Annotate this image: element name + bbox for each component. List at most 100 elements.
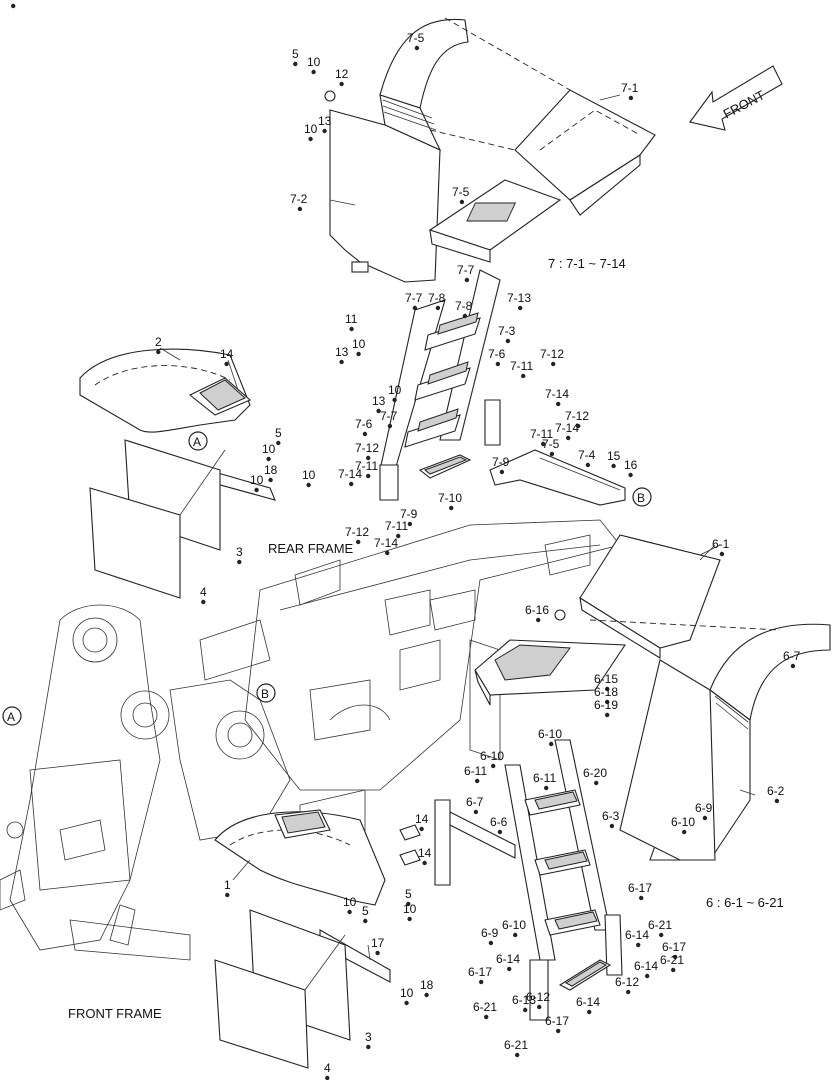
- bolt-dot: [293, 61, 298, 67]
- bolt-dot: [488, 940, 494, 946]
- part-label: 7-13: [507, 291, 531, 305]
- bolt-dot: [628, 95, 634, 101]
- bolt-dot: [536, 617, 541, 623]
- part-label: 3: [365, 1030, 372, 1044]
- small-parts-14: [399, 824, 421, 866]
- part-label: 5: [405, 887, 412, 901]
- part-label: 6-11: [533, 771, 556, 785]
- part-label: 7-6: [355, 417, 373, 431]
- bolt-dot: [339, 359, 344, 365]
- part-label: 6-11: [464, 764, 487, 778]
- part-label: 7-14: [374, 536, 398, 550]
- bolt-dot: [308, 136, 313, 142]
- part-label: 4: [200, 585, 207, 599]
- part-label: 6-21: [473, 1000, 497, 1014]
- bolt-dot: [276, 440, 281, 446]
- part-label: 7-12: [540, 347, 564, 361]
- part-label: 13: [318, 114, 332, 128]
- part-label: 6-17: [628, 881, 652, 895]
- part-label: 6-21: [0, 0, 24, 3]
- bolt-dot: [224, 361, 229, 367]
- bolt-dot: [513, 932, 518, 938]
- bolt-dot: [347, 909, 352, 915]
- part-label: 7-11: [355, 459, 378, 473]
- bolt-dot: [515, 1052, 520, 1058]
- bolt-dot: [609, 823, 615, 829]
- callout-a-1: A: [188, 431, 208, 451]
- step-grating-7: [466, 202, 517, 222]
- bolt-dot: [605, 699, 610, 705]
- bolt-dot: [406, 901, 411, 907]
- part-label: 7-7: [380, 409, 398, 423]
- bolt-dot: [459, 199, 465, 205]
- part-label: 6-9: [695, 801, 713, 815]
- bolt-dot: [626, 989, 631, 995]
- part-label: 7-12: [345, 525, 369, 539]
- bolt-dot: [268, 477, 273, 483]
- bolt-dot: [475, 778, 480, 784]
- part-label: 7-11: [510, 359, 533, 373]
- bolt-dot: [419, 826, 424, 832]
- part-label: 3: [236, 545, 243, 559]
- bolt-dot: [497, 829, 503, 835]
- step-7-10: [379, 454, 472, 501]
- part-label: 6-14: [625, 928, 649, 942]
- part-label: 6-1: [712, 537, 730, 551]
- front-direction-arrow: FRONT: [689, 65, 783, 131]
- bolt-dot: [639, 895, 644, 901]
- group6-note: 6 : 6-1 ~ 6-21: [706, 895, 784, 910]
- bolt-dot: [605, 686, 610, 692]
- bolt-dot: [659, 932, 664, 938]
- part-label: 6-10: [671, 815, 695, 829]
- part-label: 6-9: [481, 926, 499, 940]
- bolt-dot: [549, 741, 554, 747]
- part-label: 18: [264, 463, 278, 477]
- bolt-dot: [523, 1007, 528, 1013]
- callout-a-2: A: [2, 706, 22, 726]
- bolt-dot: [311, 69, 316, 75]
- handrail-12: [290, 90, 336, 151]
- part-label: 13: [335, 345, 349, 359]
- part-label: 6-17: [468, 965, 492, 979]
- handrail-11: [375, 303, 411, 341]
- bolt-dot: [682, 829, 687, 835]
- part-label: 17: [371, 936, 385, 950]
- bolt-dot: [790, 663, 796, 669]
- bolt-dot: [611, 463, 616, 469]
- part-label: 10: [262, 442, 276, 456]
- bolt-dot: [349, 481, 354, 487]
- part-label: 10: [403, 902, 417, 916]
- part-label: 7-5: [407, 31, 425, 45]
- part-label: 6-14: [576, 995, 600, 1009]
- bolt-dot: [412, 305, 418, 311]
- front-frame: [0, 604, 291, 961]
- part-label: 6-17: [662, 940, 686, 954]
- part-label: 5: [275, 426, 282, 440]
- part-label: 4: [324, 1061, 331, 1075]
- group7-note: 7 : 7-1 ~ 7-14: [548, 256, 626, 271]
- bolt-dot: [605, 712, 610, 718]
- bolt-dot: [237, 559, 242, 565]
- part-label: 6-21: [660, 953, 684, 967]
- mudflap-left-upper: [89, 439, 226, 599]
- part-label: 14: [415, 812, 429, 826]
- part-label: 7-5: [452, 185, 470, 199]
- bolt-dot: [541, 441, 546, 447]
- bolt-dot: [673, 954, 678, 960]
- bolt-dot: [424, 992, 429, 998]
- bolt-dot: [556, 1028, 561, 1034]
- part-label: 7-3: [498, 324, 516, 338]
- part-label: 15: [607, 449, 621, 463]
- bolt-dot: [594, 780, 599, 786]
- part-label: 6-10: [480, 749, 504, 763]
- bolt-dot: [366, 473, 371, 479]
- part-label: 6-12: [526, 990, 550, 1004]
- part-label: 7-7: [405, 291, 423, 305]
- part-label: 18: [420, 978, 434, 992]
- bolt-dot: [479, 979, 484, 985]
- part-label: 6-18: [594, 685, 618, 699]
- bolt-dot: [349, 326, 354, 332]
- bolt-dot: [396, 533, 401, 539]
- part-label: 7-9: [492, 455, 510, 469]
